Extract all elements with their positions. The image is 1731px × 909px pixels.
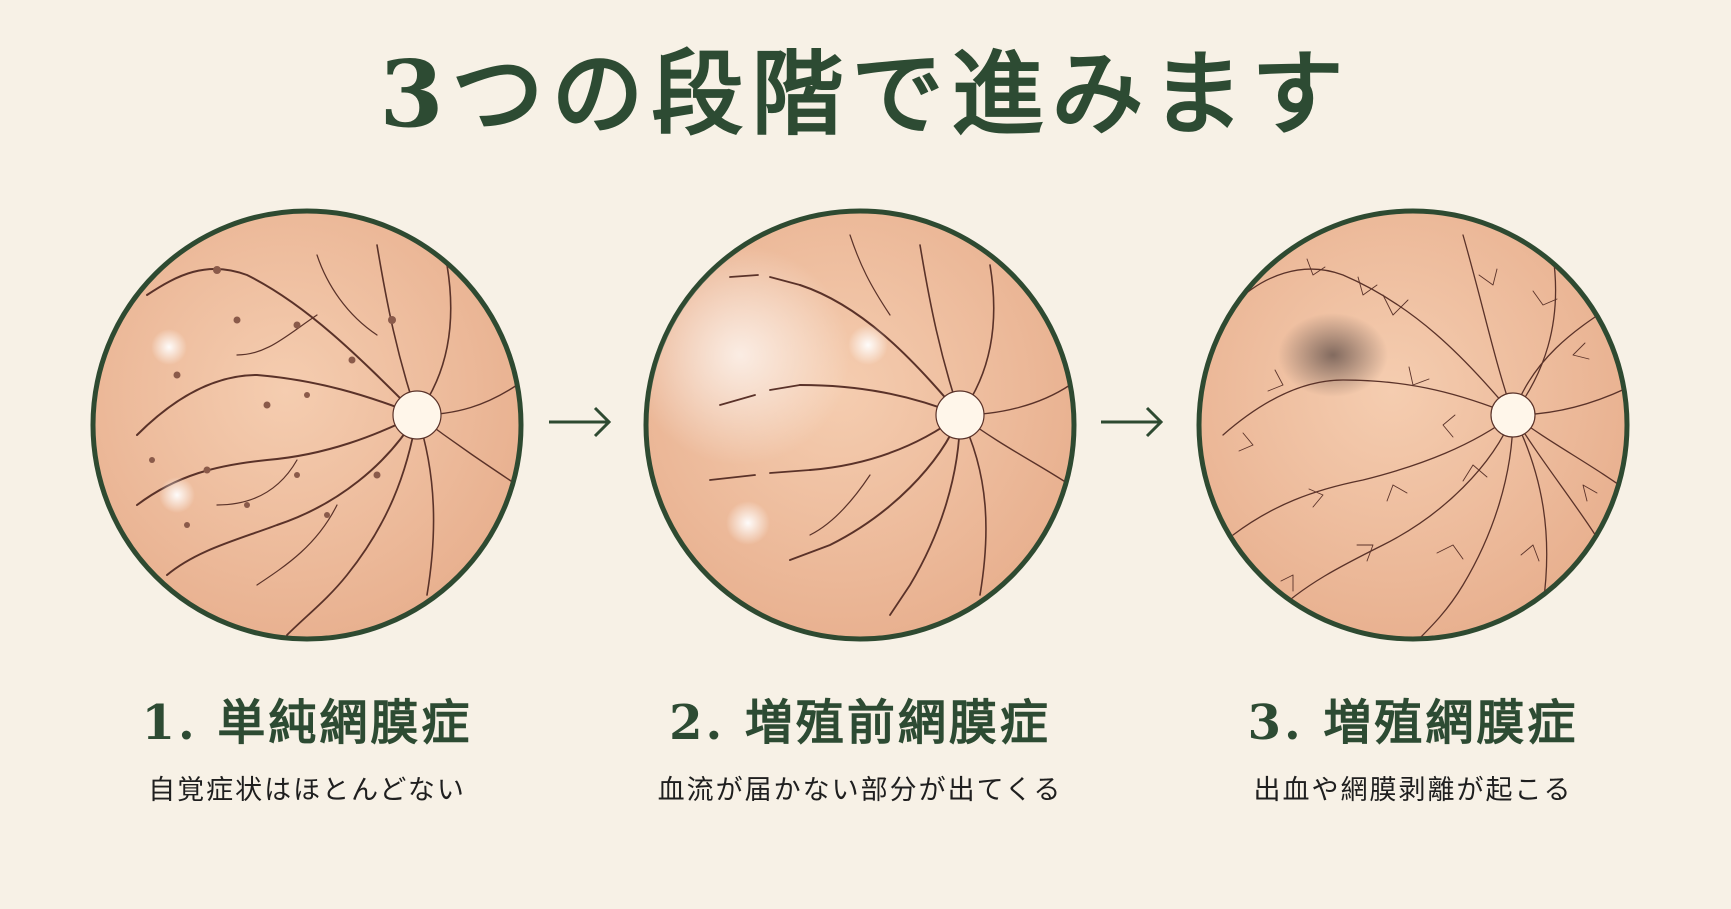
stage-3-description: 出血や網膜剥離が起こる (1253, 775, 1573, 806)
stage-2-description: 血流が届かない部分が出てくる (657, 775, 1063, 806)
stage-2-title: 2. 増殖前網膜症 (669, 695, 1051, 751)
page-title: 3つの段階で進みます (379, 40, 1352, 148)
stage-1: 1. 単純網膜症 自覚症状はほとんどない (87, 205, 527, 806)
fundus-illustration-1 (90, 208, 524, 642)
fundus-illustration-2 (643, 208, 1077, 642)
stage-1-title: 1. 単純網膜症 (141, 695, 473, 751)
fundus-illustration-3 (1196, 208, 1630, 642)
stage-1-description: 自覚症状はほとんどない (148, 775, 466, 806)
stage-2: 2. 増殖前網膜症 血流が届かない部分が出てくる (640, 205, 1080, 806)
stage-3-title: 3. 増殖網膜症 (1247, 695, 1579, 751)
arrow-right-icon (549, 406, 612, 438)
arrow-right-icon (1101, 406, 1164, 438)
stage-3: 3. 増殖網膜症 出血や網膜剥離が起こる (1193, 205, 1633, 806)
